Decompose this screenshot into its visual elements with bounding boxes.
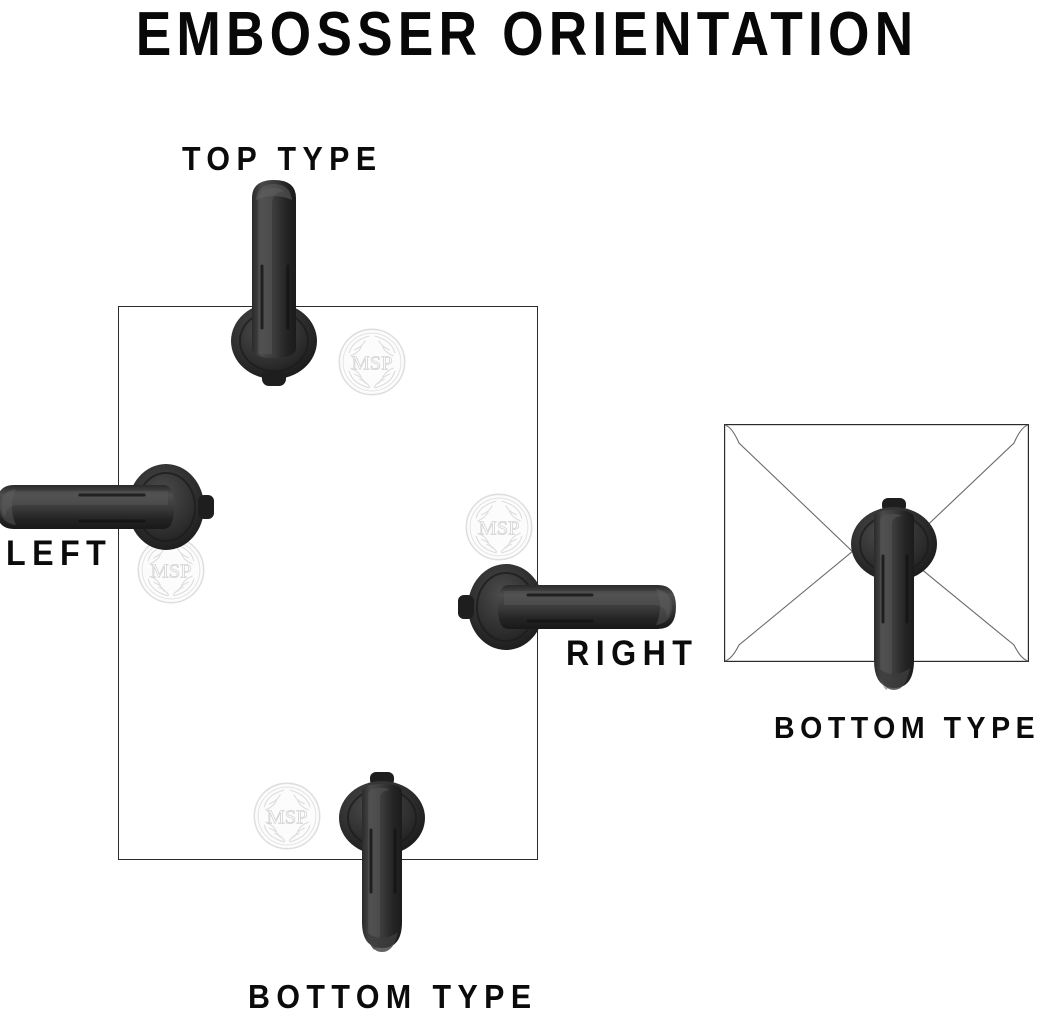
embossed-seal-icon: MSP [334, 324, 410, 400]
label-top-type: TOP TYPE [182, 140, 383, 177]
svg-text:MSP: MSP [478, 518, 519, 540]
label-bottom-type-envelope: BOTTOM TYPE [774, 710, 1041, 745]
embosser-envelope [842, 498, 946, 698]
label-bottom-type-page: BOTTOM TYPE [248, 978, 538, 1015]
svg-text:MSP: MSP [266, 807, 307, 829]
embosser-right [452, 555, 678, 659]
label-left: LEFT [6, 534, 113, 573]
embossed-seal-icon: MSP [461, 489, 537, 565]
embossed-seal-icon: MSP [249, 778, 325, 854]
embosser-bottom [330, 772, 434, 958]
embosser-top [222, 178, 326, 394]
page-title: EMBOSSER ORIENTATION [135, 0, 919, 69]
svg-text:MSP: MSP [351, 353, 392, 375]
svg-text:MSP: MSP [150, 561, 191, 583]
label-right: RIGHT [566, 634, 699, 673]
embosser-left [0, 455, 220, 559]
